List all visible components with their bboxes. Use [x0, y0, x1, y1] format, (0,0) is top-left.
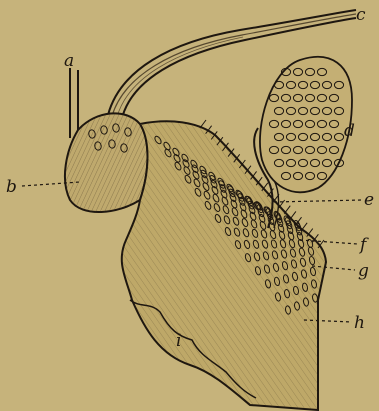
label-e: e	[364, 190, 374, 210]
label-c: c	[356, 5, 366, 25]
label-g: g	[358, 261, 369, 281]
label-h: h	[354, 313, 365, 333]
label-d: d	[344, 121, 355, 141]
label-i: i	[176, 331, 181, 351]
label-b: b	[6, 177, 17, 197]
label-a: a	[64, 51, 74, 71]
